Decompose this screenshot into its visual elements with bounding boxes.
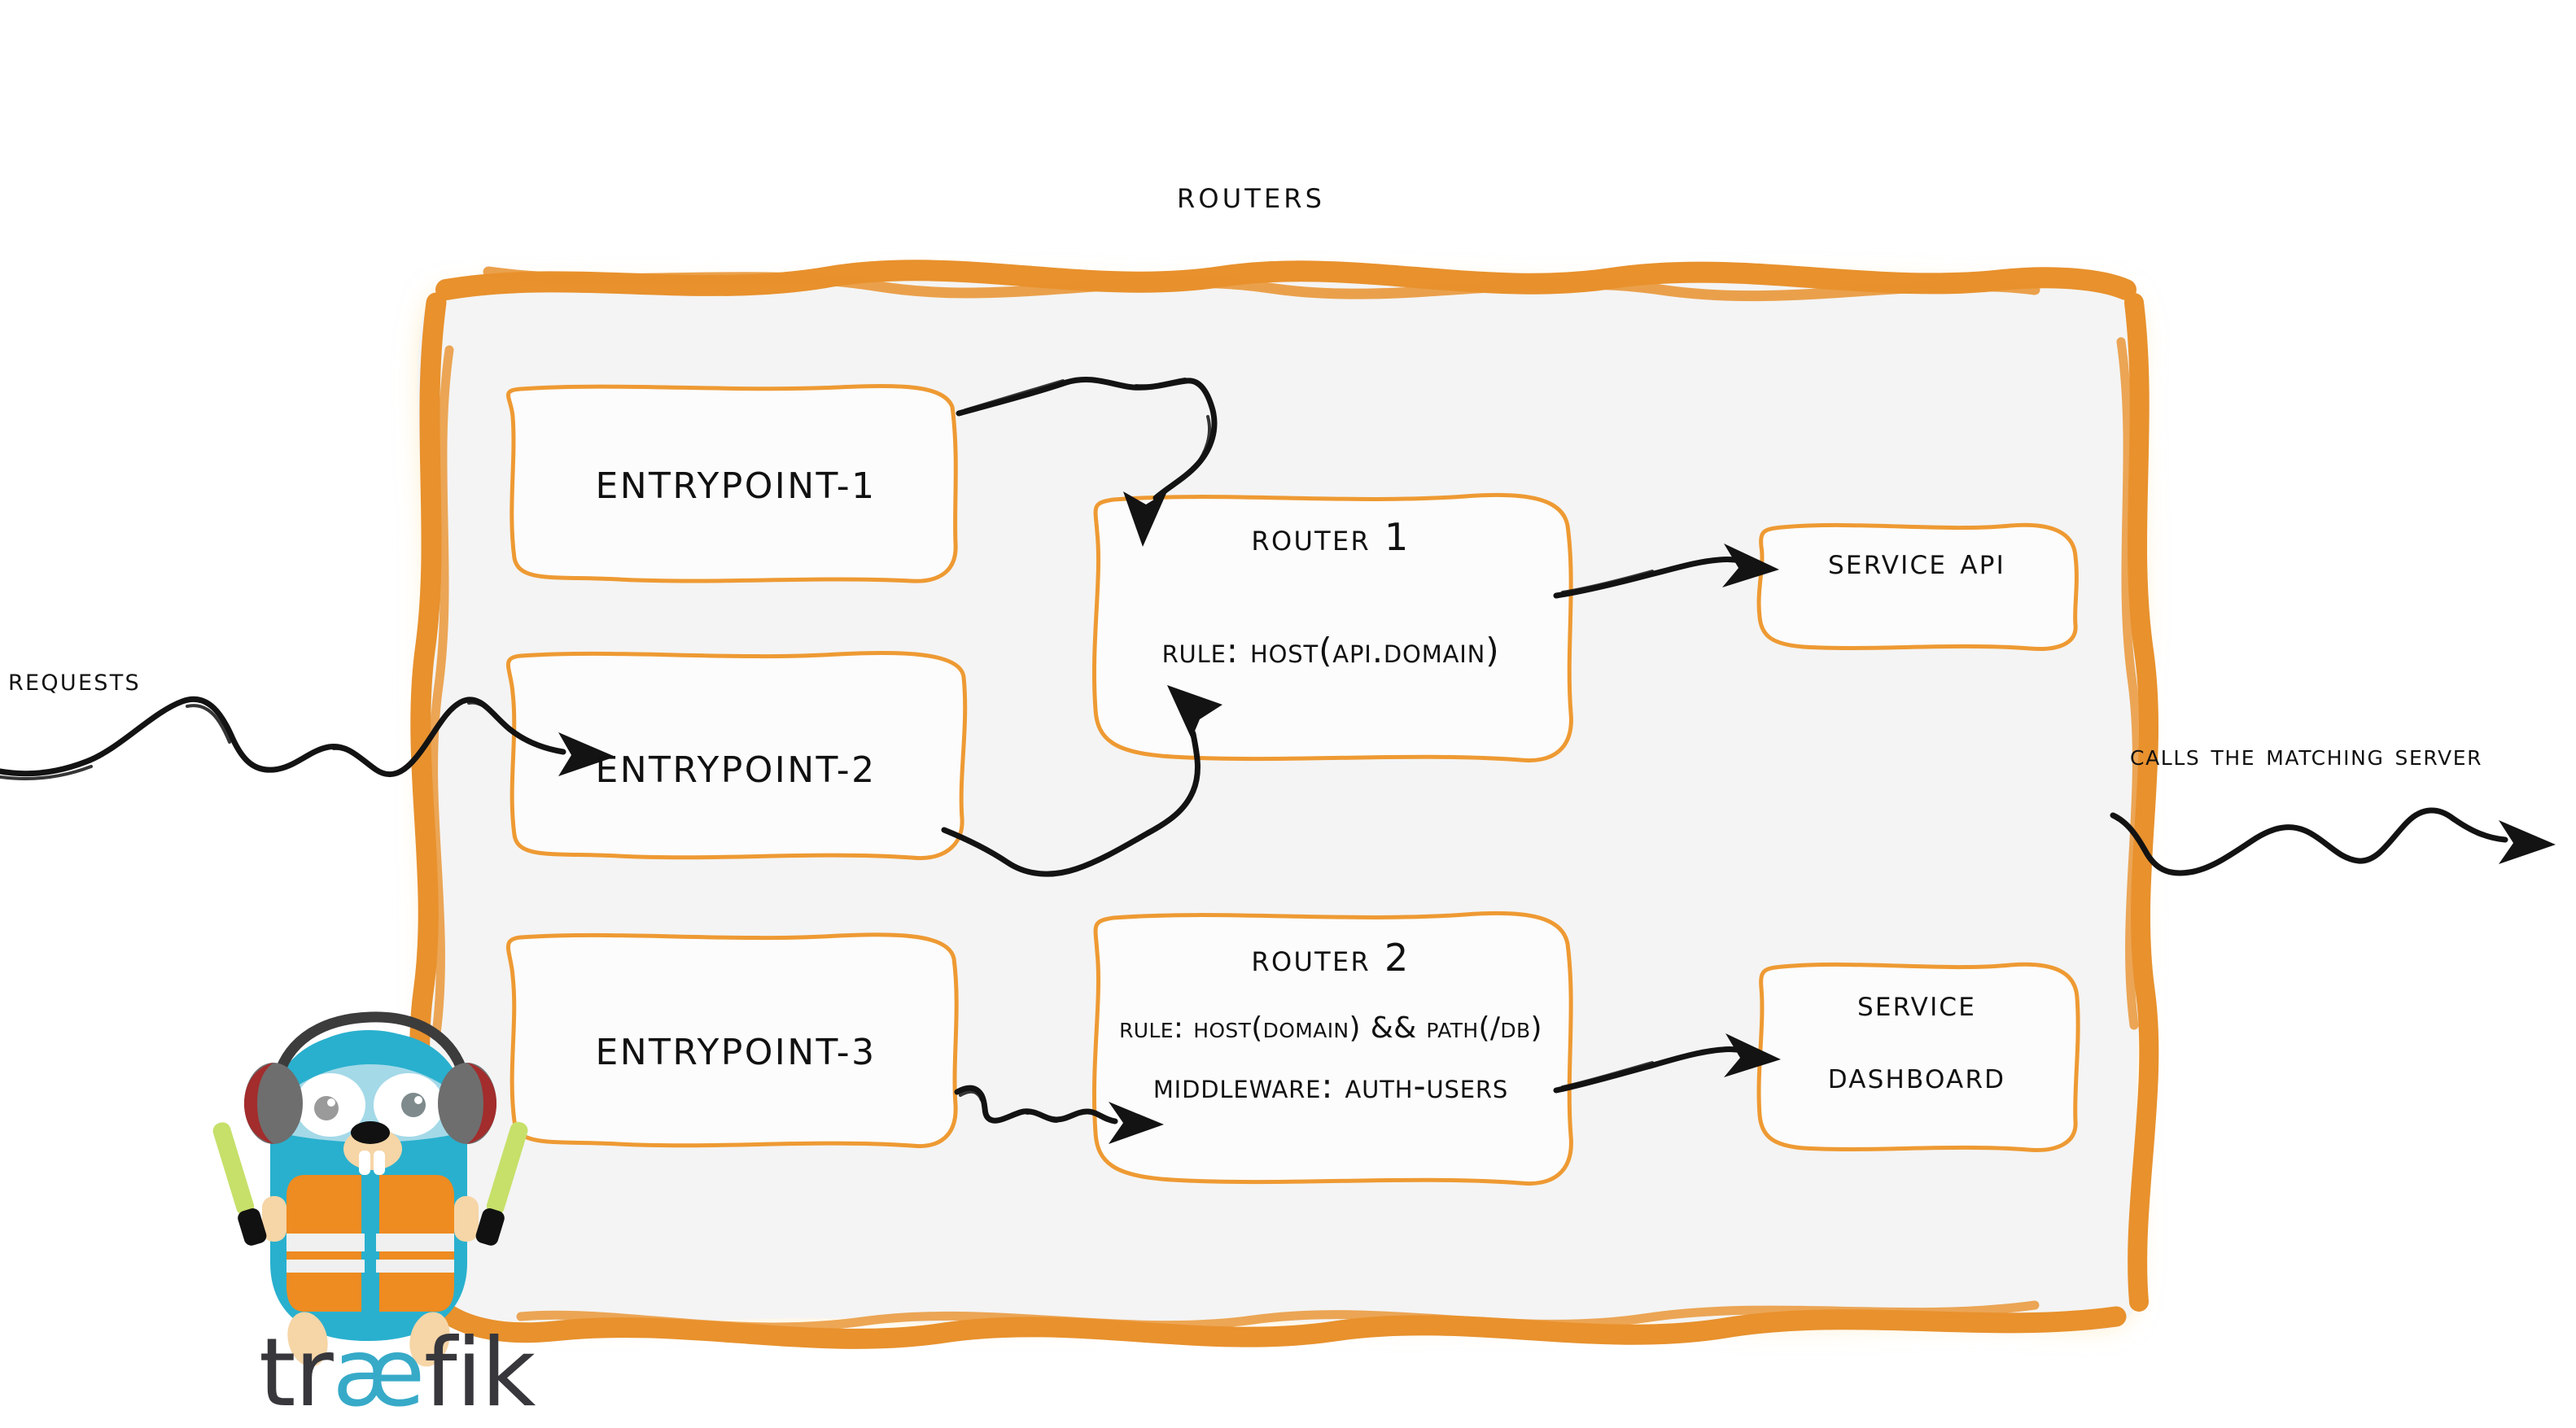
wordmark-part-3: fik: [423, 1318, 536, 1428]
traefik-gopher-logo: [212, 1011, 528, 1367]
router-1-rule: rule: Host(api.domain): [1161, 631, 1500, 670]
router-2-title: Router 2: [1251, 936, 1410, 980]
service-api-label: Service API: [1828, 541, 2005, 583]
router-2-rule: rule: Host(domain) && Path(/db): [1119, 1011, 1542, 1045]
router-1-title: Router 1: [1251, 515, 1410, 559]
entrypoint-box-1[interactable]: [505, 383, 958, 583]
label-requests: Requests: [8, 662, 141, 697]
entrypoint-1-label: entrypoint-1: [595, 465, 877, 507]
entrypoint-box-3[interactable]: [505, 932, 959, 1149]
wordmark-part-1: tr: [259, 1318, 334, 1428]
page-title: Routers: [1177, 172, 1326, 216]
wordmark-ae-glyph: æ: [332, 1318, 425, 1428]
service-dashboard-label-line2: Dashboard: [1827, 1055, 2006, 1097]
arrow-entrypoint3-router2: [954, 1085, 1164, 1144]
router-box-2[interactable]: [1091, 911, 1573, 1186]
traefik-wordmark: træfik: [259, 1326, 536, 1421]
arrow-requests-inbound: [0, 696, 615, 780]
router-2-middleware: Middleware: auth-users: [1152, 1066, 1509, 1106]
arrow-router1-serviceapi: [1553, 544, 1779, 599]
entrypoint-box-2[interactable]: [505, 650, 968, 861]
entrypoint-3-label: entrypoint-3: [595, 1032, 877, 1073]
arrow-entrypoint2-router1: [941, 685, 1222, 877]
arrow-entrypoint1-router1: [956, 377, 1218, 547]
service-dashboard-label-line1: Service: [1857, 983, 1977, 1024]
label-calls-matching-server: Calls the matching server: [2130, 739, 2483, 772]
router-box-1[interactable]: [1091, 492, 1573, 763]
entrypoint-2-label: entrypoint-2: [595, 749, 877, 791]
arrow-router2-servicedashboard: [1553, 1033, 1781, 1094]
service-box-api[interactable]: [1756, 522, 2079, 652]
arrow-calls-outbound: [2110, 807, 2556, 876]
